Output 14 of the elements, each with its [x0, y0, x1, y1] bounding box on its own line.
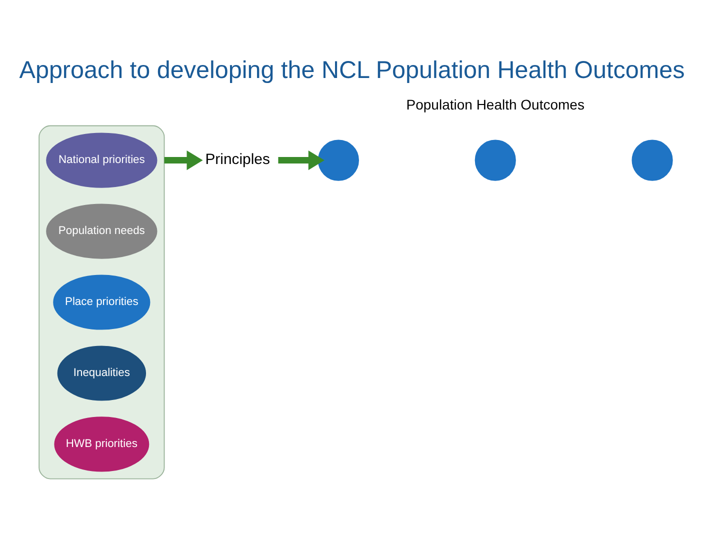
node-ellipse: Place priorities — [53, 274, 150, 330]
label: Population Health Outcomes — [406, 96, 584, 112]
node-ellipse: Population needs — [46, 203, 158, 258]
diagram-title: Approach to developing the NCL Population Health Outcomes — [19, 56, 685, 84]
arrow — [164, 150, 203, 170]
node-circle — [318, 139, 359, 180]
node-ellipse: Inequalities — [57, 345, 146, 400]
node-ellipse: HWB priorities — [54, 416, 150, 472]
arrow — [278, 150, 324, 170]
node-text: Principles — [205, 150, 270, 168]
cluster — [38, 124, 165, 479]
node-circle — [632, 139, 673, 180]
node-ellipse: National priorities — [46, 132, 158, 188]
node-circle — [474, 139, 516, 180]
